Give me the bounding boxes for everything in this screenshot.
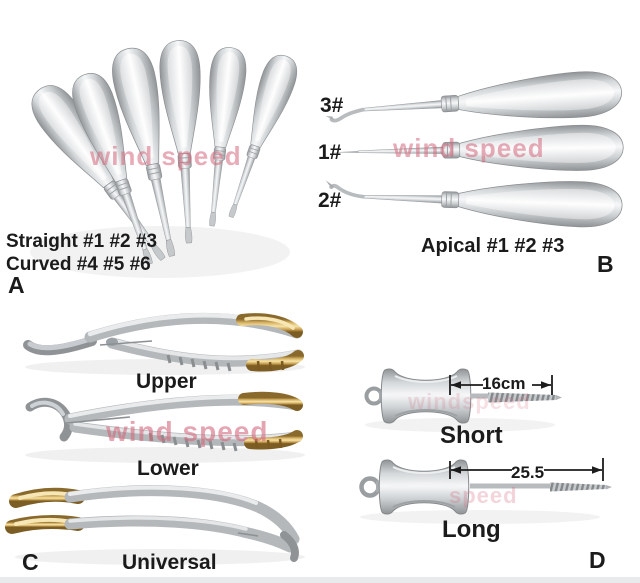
root-screw-set-illustration: [359, 367, 612, 524]
forceps-label-upper: Upper: [136, 370, 197, 393]
apical-elevator-2: [325, 176, 624, 229]
forceps-label-lower: Lower: [137, 457, 199, 480]
elevator-set-illustration: [22, 39, 303, 278]
dimension-label-short: 16cm: [482, 374, 526, 393]
forceps-label-universal: Universal: [122, 551, 217, 574]
section-letter-c: C: [22, 549, 39, 575]
forceps-upper: [23, 312, 305, 375]
apical-elevator-1: [331, 124, 625, 174]
section-letter-d: D: [589, 547, 606, 573]
watermark-b: wind speed: [393, 133, 545, 163]
watermark-a: wind speed: [90, 141, 242, 171]
watermark-c: wind speed: [106, 416, 269, 447]
screw-label-short: Short: [440, 422, 503, 449]
watermark-d1: windspeed: [408, 389, 531, 414]
caption-b: Apical #1 #2 #3: [421, 235, 565, 257]
section-letter-a: A: [8, 272, 25, 298]
section-letter-b: B: [597, 251, 614, 277]
forceps-universal: [5, 485, 305, 565]
dimension-label-long: 25.5: [511, 463, 545, 482]
screw-label-long: Long: [442, 516, 501, 543]
caption-a-line1: Straight #1 #2 #3: [6, 231, 158, 252]
item-label-1: 1#: [318, 141, 342, 164]
bottom-border-strip: [0, 577, 640, 583]
watermark-d2: speed: [449, 483, 518, 508]
caption-a-line2: Curved #4 #5 #6: [6, 254, 151, 275]
apical-elevator-set-illustration: [325, 68, 625, 229]
root-screw-long: [359, 458, 612, 524]
forceps-set-illustration: [5, 312, 305, 565]
item-label-2: 2#: [318, 189, 342, 212]
apical-elevator-3: [325, 68, 624, 128]
item-label-3: 3#: [320, 94, 344, 117]
forceps-lower: [25, 391, 305, 463]
root-screw-short: [364, 367, 562, 432]
